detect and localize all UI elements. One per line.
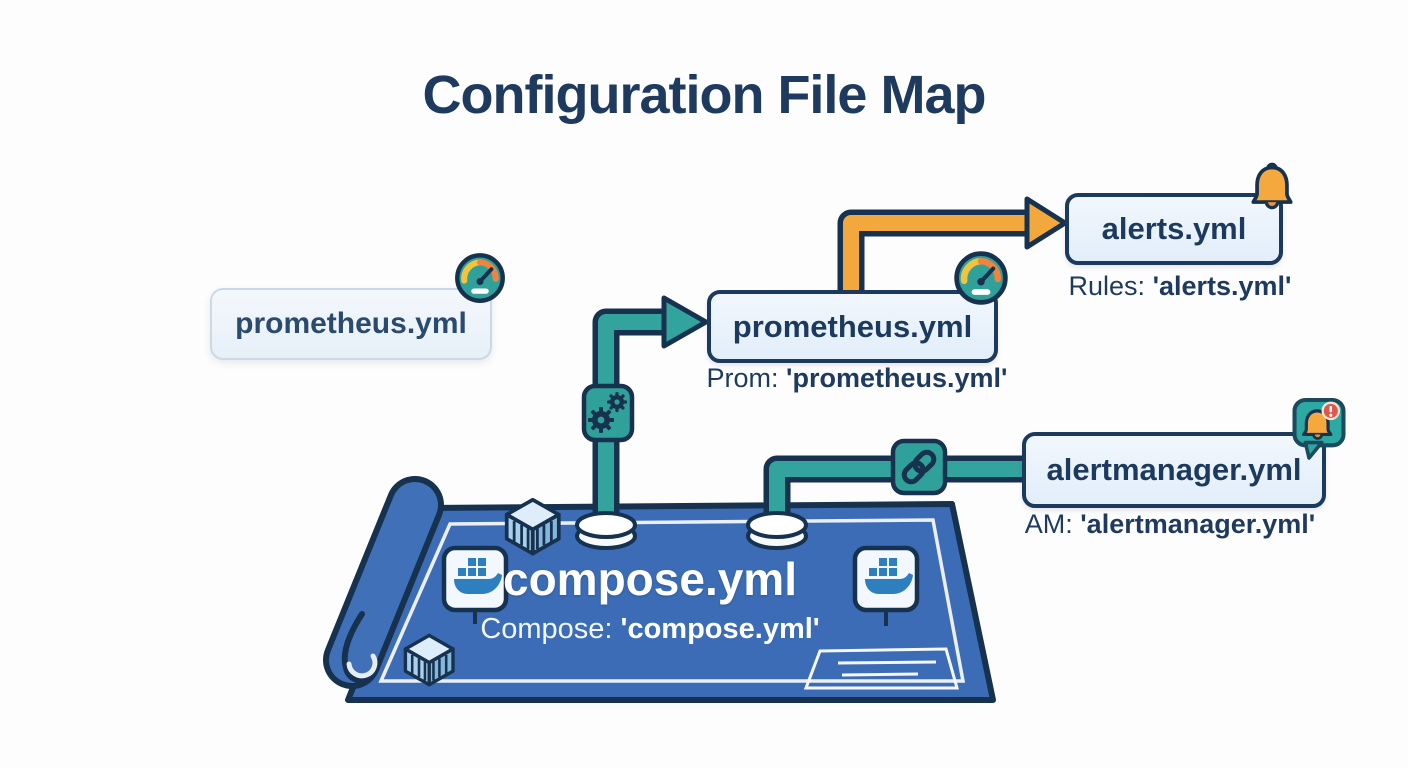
docker-whale-icon [852,545,920,626]
blueprint-roll [323,476,444,689]
alerts-caption: Rules: 'alerts.yml' [1040,271,1320,302]
caption-filename: 'alertmanager.yml' [1080,509,1316,539]
docker-whale-icon [441,545,509,624]
caption-prefix: Rules: [1068,271,1153,301]
node-prometheus-ghost: prometheus.yml [210,288,492,360]
caption-prefix: Prom: [706,363,787,393]
gauge-icon [455,253,505,303]
node-compose-label: compose.yml [503,553,797,605]
caption-prefix: Compose: [480,613,621,645]
bell-icon [1251,162,1293,210]
node-alerts: alerts.yml [1065,193,1283,265]
node-label: alertmanager.yml [1046,452,1302,487]
node-alertmanager: alertmanager.yml [1022,432,1326,508]
page-title: Configuration File Map [422,65,987,125]
node-label: prometheus.yml [235,307,467,340]
container-cube-icon [504,497,561,556]
alertmanager-caption: AM: 'alertmanager.yml' [1000,509,1340,540]
blueprint-sheet [323,476,996,703]
gauge-icon [954,251,1008,305]
caption-prefix: AM: [1024,509,1081,539]
prometheus-to-alerts-connector [837,196,1068,294]
compose-to-prometheus-connector [575,295,709,550]
prometheus-caption: Prom: 'prometheus.yml' [672,363,1042,394]
caption-filename: 'alerts.yml' [1152,271,1292,301]
orange-arrowhead [1024,196,1068,250]
container-cube-icon [403,633,455,687]
blueprint-title-block [803,647,959,690]
notification-bubble-icon [1292,397,1346,460]
link-icon [890,438,948,496]
node-prometheus: prometheus.yml [707,290,998,363]
node-label: prometheus.yml [732,308,973,344]
node-label: alerts.yml [1101,211,1247,246]
caption-filename: 'prometheus.yml' [786,363,1008,393]
compose-caption: Compose: 'compose.yml' [400,613,900,646]
gears-icon [581,383,635,443]
teal-arrowhead [661,295,709,349]
caption-filename: 'compose.yml' [620,613,820,645]
